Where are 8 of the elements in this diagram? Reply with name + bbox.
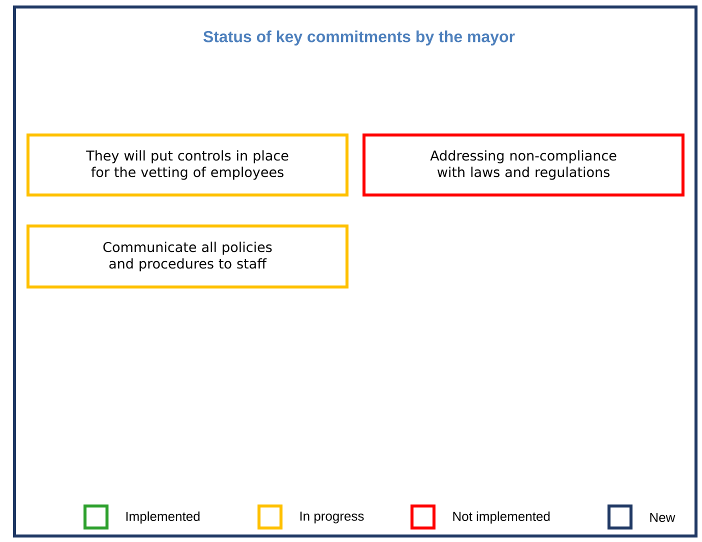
status-box: They will put controls in place for the vetting of employees [26,134,348,196]
legend-label: Implemented [126,511,200,524]
title: Status of key commitments by the mayor [203,30,515,46]
status-box: Communicate all policies and procedures to staff [26,224,348,288]
status-box: Addressing non-compliance with laws and regulations [362,134,684,196]
legend-label: In progress [300,512,364,524]
legend-label: New [650,512,676,522]
legend-label: Not implemented [453,511,550,524]
